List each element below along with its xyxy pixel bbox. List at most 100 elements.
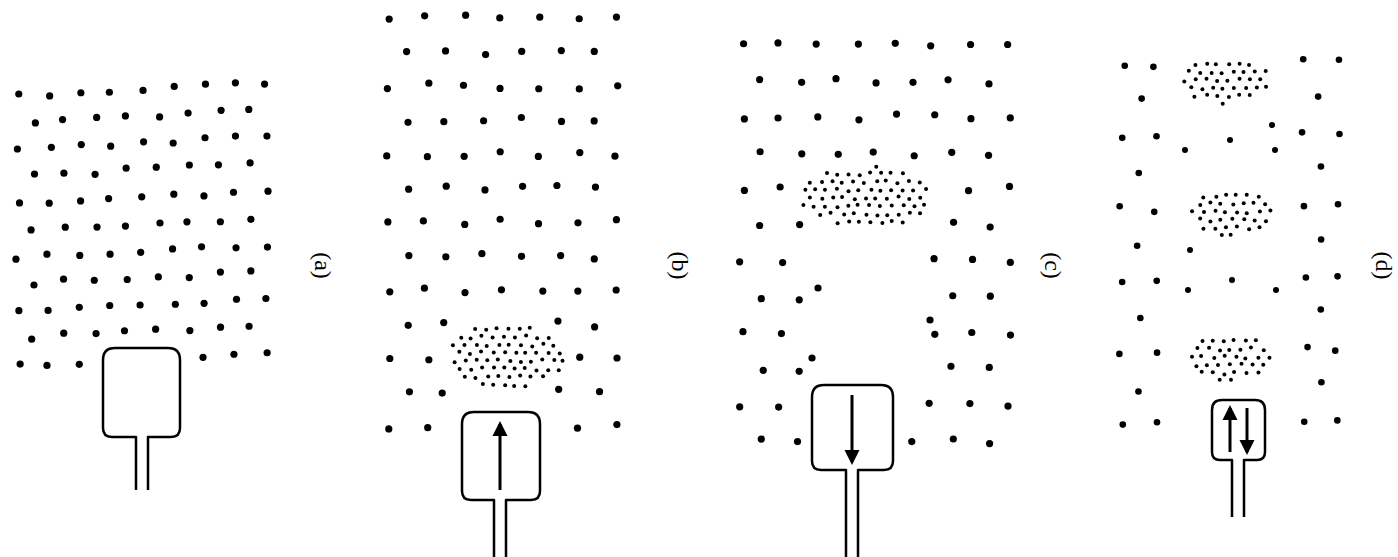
- compression-dot: [1218, 202, 1222, 206]
- compression-dot: [1256, 356, 1260, 360]
- particle-dot: [186, 161, 193, 168]
- compression-dot: [518, 374, 522, 378]
- compression-dot: [1255, 86, 1259, 90]
- compression-dot: [473, 327, 477, 331]
- particle-dot: [926, 400, 933, 407]
- particle-dot: [1187, 247, 1193, 253]
- compression-dot: [801, 203, 805, 207]
- particle-dot: [217, 268, 224, 275]
- particle-dot: [1006, 183, 1013, 190]
- particle-dot: [462, 12, 469, 19]
- particle-dot: [739, 328, 746, 335]
- compression-dot: [1238, 77, 1242, 81]
- compression-dot: [1200, 370, 1204, 374]
- compression-dot: [1237, 93, 1241, 97]
- particle-dot: [263, 132, 270, 139]
- compression-dot: [491, 383, 495, 387]
- compression-dot: [1245, 211, 1249, 215]
- particle-dot: [774, 39, 781, 46]
- compression-dot: [1214, 195, 1218, 199]
- compression-dot: [873, 196, 877, 200]
- compression-dot: [503, 383, 507, 387]
- particle-dot: [986, 440, 993, 447]
- compression-dot: [1245, 193, 1249, 197]
- particle-dot: [496, 14, 503, 21]
- compression-dot: [1232, 70, 1236, 74]
- particle-dot: [17, 360, 24, 367]
- compression-dot: [457, 350, 461, 354]
- particle-dot: [403, 48, 410, 55]
- particle-dot: [794, 438, 801, 445]
- compression-dot: [889, 171, 893, 175]
- compression-dot: [1214, 62, 1218, 66]
- compression-dot: [1193, 63, 1197, 67]
- particle-dot: [27, 226, 34, 233]
- compression-dot: [561, 359, 565, 363]
- particle-dot: [172, 301, 179, 308]
- compression-dot: [1218, 348, 1222, 352]
- particle-dot: [232, 133, 239, 140]
- compression-dot: [1190, 355, 1194, 359]
- compression-dot: [528, 374, 532, 378]
- compression-dot: [1254, 338, 1258, 342]
- compression-dot: [1224, 193, 1228, 197]
- particle-dot: [985, 152, 992, 159]
- particle-dot: [156, 113, 163, 120]
- compression-dot: [1268, 209, 1272, 213]
- compression-dot: [1253, 70, 1257, 74]
- particle-dot: [576, 15, 583, 22]
- compression-dot: [1244, 86, 1248, 90]
- particle-dot: [140, 138, 147, 145]
- compression-dot: [502, 335, 506, 339]
- particle-dot: [1229, 277, 1235, 283]
- particle-dot: [757, 148, 764, 155]
- compression-dot: [1261, 363, 1265, 367]
- compression-dot: [1208, 201, 1212, 205]
- compression-dot: [1258, 209, 1262, 213]
- particle-dot: [1318, 163, 1325, 170]
- compression-dot: [1248, 93, 1252, 97]
- compression-dot: [1262, 348, 1266, 352]
- particle-dot: [386, 288, 393, 295]
- particle-dot: [1119, 421, 1126, 428]
- compression-dot: [547, 336, 551, 340]
- particle-dot: [778, 330, 785, 337]
- particle-dot: [264, 243, 271, 250]
- particle-dot: [1273, 287, 1279, 293]
- particle-dot: [756, 76, 763, 83]
- particle-dot: [183, 218, 190, 225]
- particle-dot: [1007, 114, 1014, 121]
- particle-dot: [893, 110, 900, 117]
- compression-dot: [835, 205, 839, 209]
- particle-dot: [201, 134, 208, 141]
- particle-field: [12, 12, 1342, 448]
- particle-dot: [798, 79, 805, 86]
- particle-dot: [122, 222, 129, 229]
- compression-dot: [1192, 95, 1196, 99]
- particle-dot: [986, 364, 993, 371]
- particle-dot: [591, 323, 598, 330]
- compression-dot: [869, 188, 873, 192]
- compression-dot: [852, 211, 856, 215]
- compression-dot: [918, 211, 922, 215]
- compression-dot: [486, 374, 490, 378]
- particle-dot: [482, 51, 489, 58]
- particle-dot: [909, 79, 916, 86]
- particle-dot: [405, 186, 412, 193]
- particle-dot: [137, 249, 144, 256]
- particle-dot: [536, 14, 543, 21]
- particle-dot: [814, 284, 821, 291]
- particle-dot: [184, 110, 191, 117]
- compression-dot: [481, 382, 485, 386]
- particle-dot: [233, 296, 240, 303]
- particle-dot: [965, 187, 972, 194]
- particle-dot: [93, 223, 100, 230]
- compression-dot: [1264, 219, 1268, 223]
- particle-dot: [264, 188, 271, 195]
- particle-dot: [758, 435, 765, 442]
- compression-dot: [535, 336, 539, 340]
- particle-dot: [611, 153, 618, 160]
- particle-dot: [480, 117, 487, 124]
- particle-dot: [613, 13, 620, 20]
